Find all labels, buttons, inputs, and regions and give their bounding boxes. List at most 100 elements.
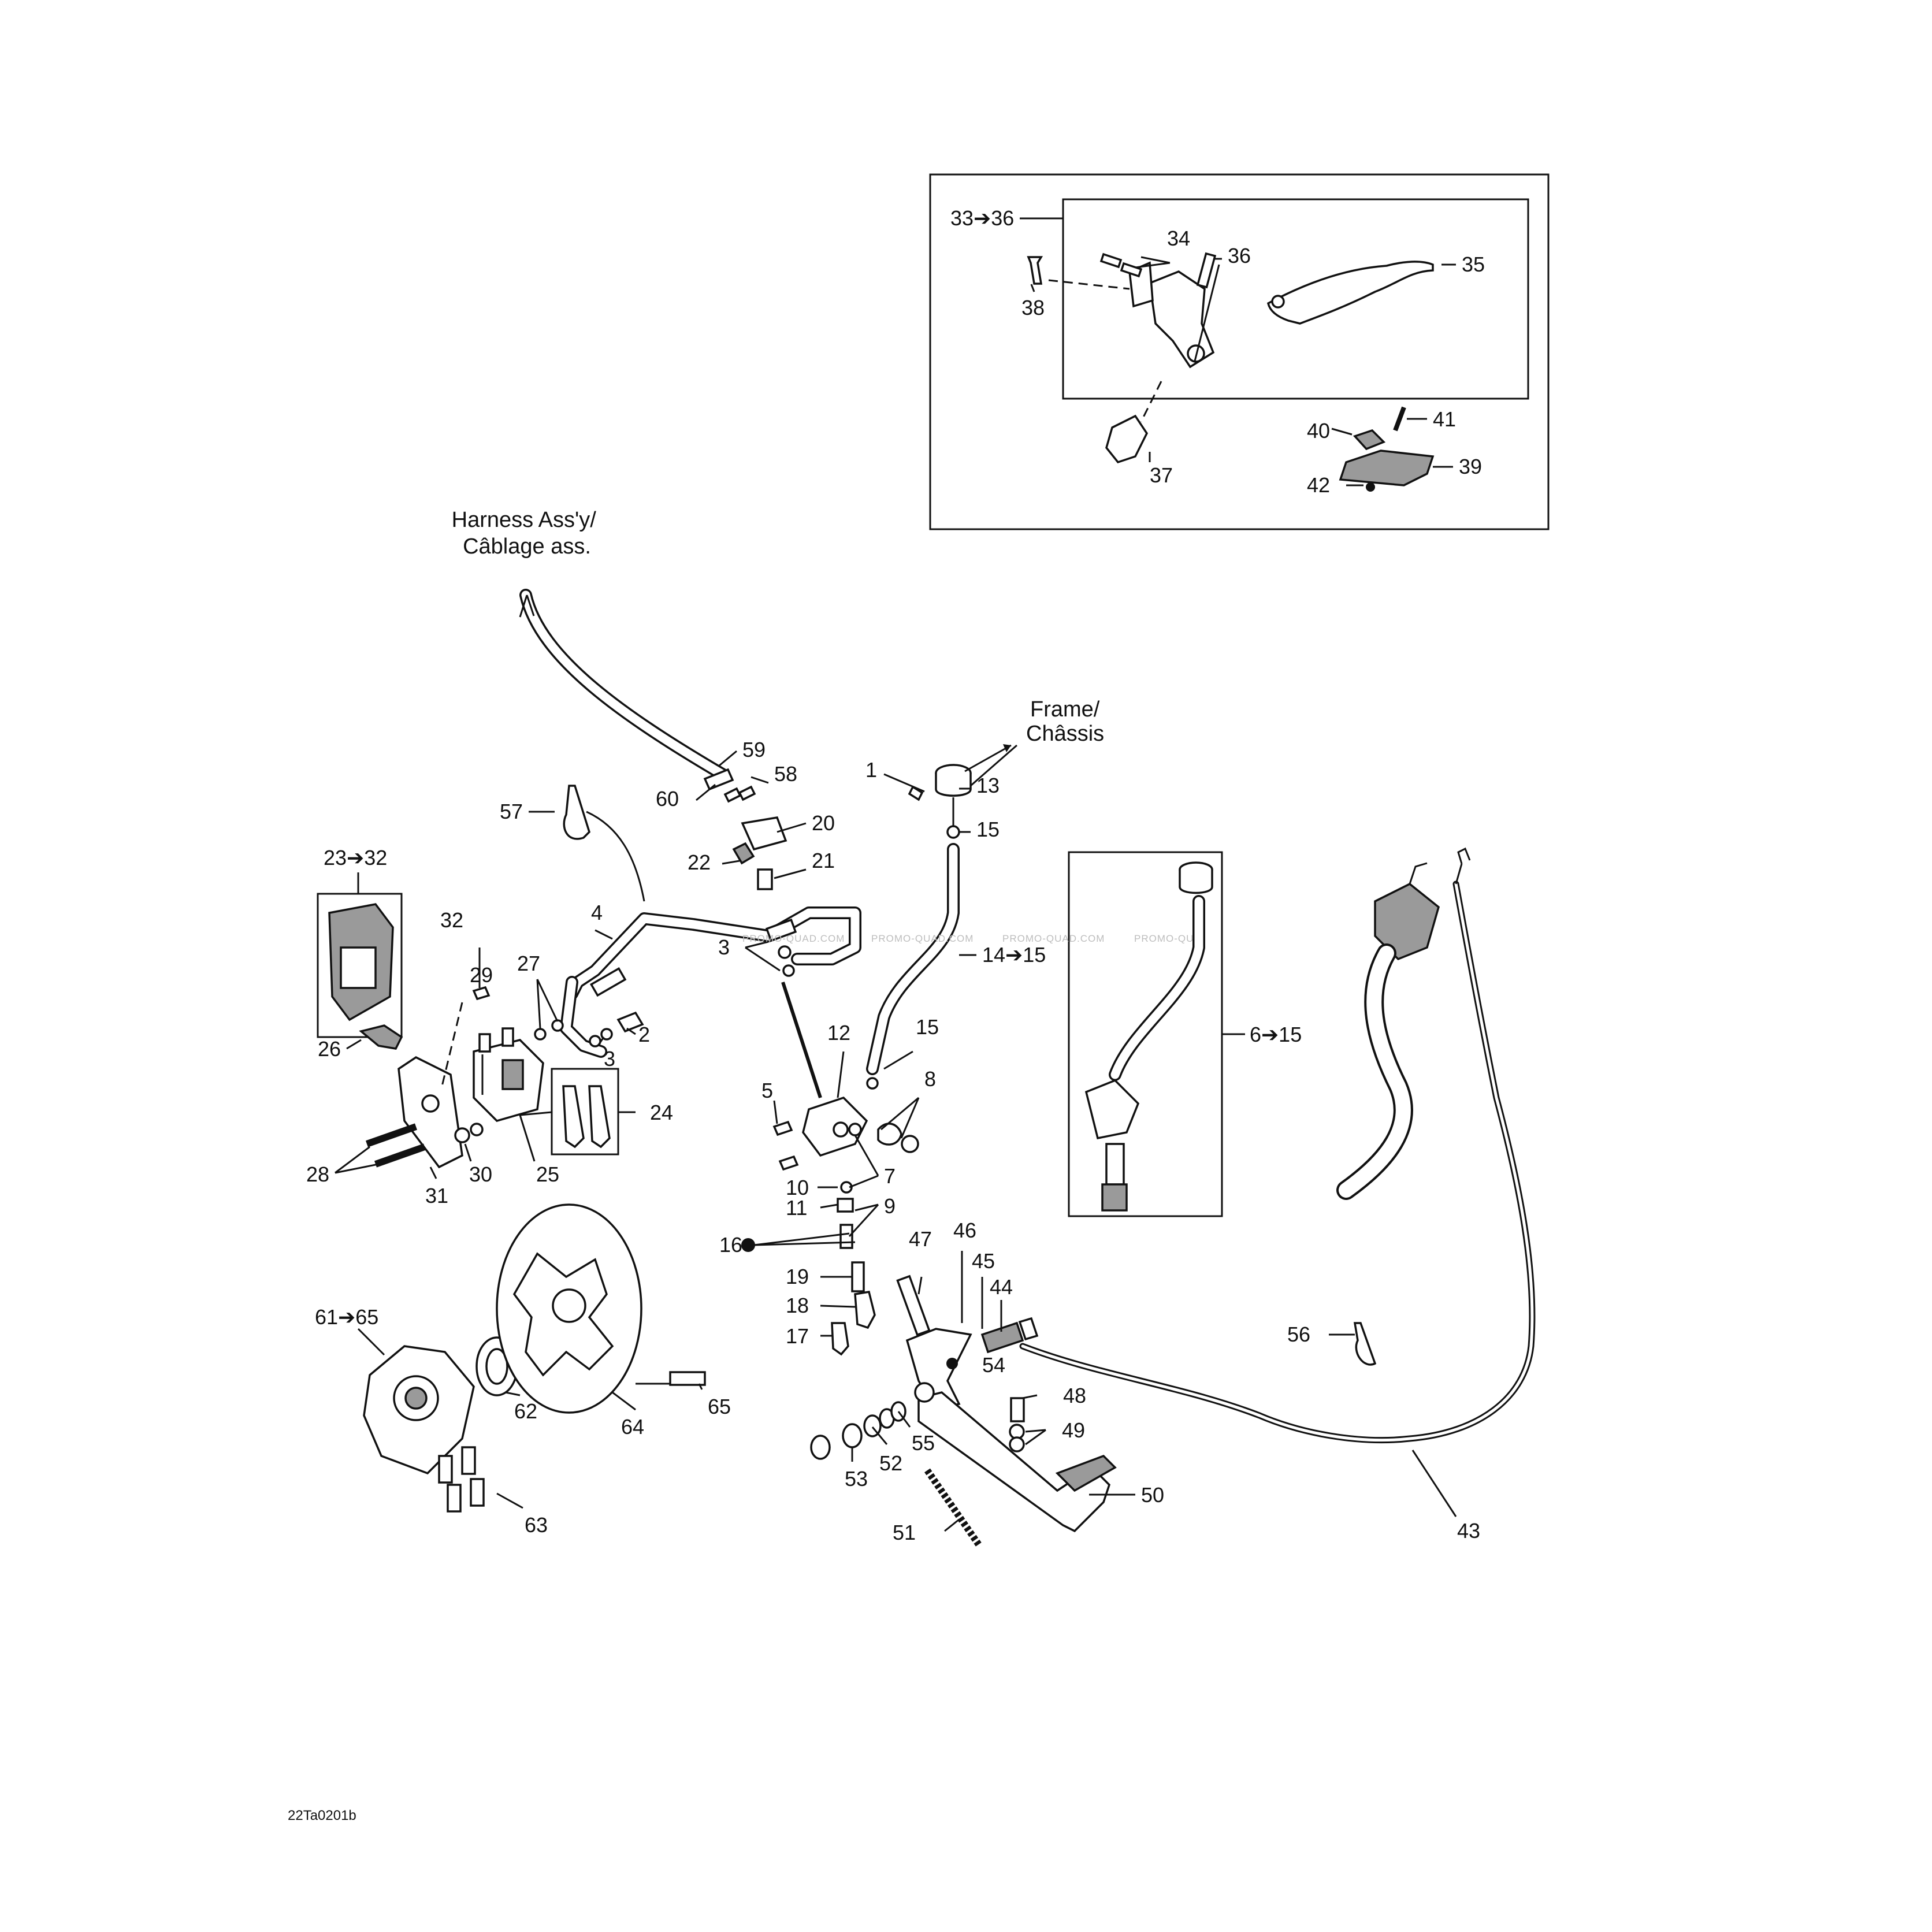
callout-13: 13 [976, 774, 1000, 797]
callout-2: 2 [638, 1023, 650, 1046]
frame-note-line1: Frame/ [1030, 697, 1100, 722]
callout-6-15: 6➔15 [1250, 1023, 1302, 1046]
callout-50: 50 [1141, 1483, 1164, 1507]
callout-10: 10 [786, 1176, 809, 1199]
watermark: PROMO-QUAD.COM PROMO-QUAD.COM PROMO-QUAD… [742, 933, 1194, 944]
callout-5: 5 [761, 1079, 773, 1102]
brake-cable [1019, 880, 1536, 1444]
callout-41: 41 [1433, 407, 1456, 431]
callout-27: 27 [517, 952, 540, 975]
callout-64: 64 [621, 1415, 644, 1439]
callout-11: 11 [786, 1196, 807, 1220]
callout-59: 59 [742, 738, 766, 761]
callout-20: 20 [812, 811, 835, 835]
callout-60: 60 [656, 787, 679, 811]
callout-38: 38 [1021, 296, 1045, 319]
inset-inner-frame [1062, 198, 1529, 400]
watermark-4: PROMO-QU [1134, 933, 1194, 944]
frame-note-line2: Châssis [1026, 722, 1104, 746]
callout-46: 46 [953, 1218, 976, 1242]
brake-light-switch [1105, 414, 1149, 464]
callout-57: 57 [500, 800, 523, 823]
watermark-2: PROMO-QUAD.COM [871, 933, 974, 944]
callout-32: 32 [440, 908, 463, 932]
callout-55: 55 [912, 1431, 935, 1455]
callout-16: 16 [719, 1233, 742, 1257]
brake-pedal-arm [917, 1391, 1111, 1533]
callout-15b: 15 [916, 1015, 939, 1039]
callout-8: 8 [924, 1067, 936, 1091]
callout-26: 26 [318, 1037, 341, 1061]
lever-inset [929, 173, 1550, 530]
rear-hose [741, 764, 972, 1356]
callout-19: 19 [786, 1265, 809, 1288]
callout-36: 36 [1228, 244, 1251, 267]
callout-9: 9 [884, 1194, 896, 1218]
master-cylinder-kit-inset [1068, 851, 1242, 1217]
callout-45: 45 [972, 1249, 995, 1273]
callout-28: 28 [306, 1162, 329, 1186]
callout-52: 52 [879, 1451, 902, 1475]
callout-44: 44 [990, 1275, 1013, 1299]
watermark-1: PROMO-QUAD.COM [742, 933, 845, 944]
harness-note: Harness Ass'y/ Câblage ass. [452, 508, 603, 559]
callout-51: 51 [893, 1521, 916, 1544]
callout-61-65: 61➔65 [315, 1305, 378, 1329]
callout-21: 21 [812, 849, 835, 872]
leader-lines [335, 217, 1457, 1532]
harness-note-line1: Harness Ass'y/ [452, 508, 597, 532]
callout-62: 62 [514, 1399, 537, 1423]
hub-disc [363, 1203, 706, 1513]
lever-housing [1149, 270, 1215, 369]
brake-lever [1266, 261, 1434, 325]
callout-4: 4 [591, 901, 603, 924]
callout-34: 34 [1167, 226, 1190, 250]
callout-42: 42 [1307, 473, 1330, 497]
callout-49: 49 [1062, 1418, 1085, 1442]
callout-3a: 3 [718, 935, 730, 959]
callout-53: 53 [845, 1467, 868, 1491]
inset-outer-frame [929, 173, 1550, 530]
drawing-code: 22Ta0201b [288, 1808, 356, 1823]
pads-frame [551, 1068, 619, 1156]
callout-1: 1 [865, 758, 877, 782]
harness-note-line2: Câblage ass. [463, 534, 591, 559]
callout-63: 63 [525, 1513, 548, 1537]
callout-43: 43 [1457, 1519, 1480, 1543]
callout-54: 54 [982, 1353, 1005, 1377]
callout-56: 56 [1287, 1322, 1310, 1346]
callout-37: 37 [1150, 463, 1173, 487]
callout-48: 48 [1063, 1384, 1086, 1407]
parking-lock [1339, 449, 1435, 486]
callout-58: 58 [774, 762, 797, 786]
brake-hose-assembly [560, 906, 861, 1058]
frame-note: Frame/ Châssis [1026, 697, 1106, 746]
callout-31: 31 [425, 1184, 448, 1208]
callout-30: 30 [469, 1162, 492, 1186]
callout-29: 29 [470, 963, 493, 987]
callout-47: 47 [909, 1227, 932, 1251]
callout-65: 65 [708, 1395, 731, 1418]
callout-39: 39 [1459, 455, 1482, 478]
callout-12: 12 [827, 1021, 850, 1045]
callout-17: 17 [786, 1324, 809, 1348]
watermark-3: PROMO-QUAD.COM [1002, 933, 1105, 944]
caliper-inset-frame [317, 893, 403, 1038]
callout-40: 40 [1307, 419, 1330, 443]
callout-33-36: 33➔36 [950, 206, 1014, 230]
callout-18: 18 [786, 1294, 809, 1317]
callout-labels: 33➔36 34 36 35 38 37 40 41 39 42 59 58 6… [306, 206, 1485, 1544]
callout-35: 35 [1462, 252, 1485, 276]
callout-15a: 15 [976, 818, 1000, 841]
callout-22: 22 [688, 850, 711, 874]
callout-3b: 3 [604, 1047, 615, 1071]
stop-switch [741, 816, 787, 851]
callout-25: 25 [536, 1162, 559, 1186]
callout-7: 7 [884, 1164, 896, 1188]
caliper-assembly [317, 893, 619, 1169]
callout-23-32: 23➔32 [324, 846, 387, 870]
clip-57 [563, 785, 590, 840]
callout-14-15: 14➔15 [982, 943, 1046, 967]
harness-routing [519, 589, 787, 902]
